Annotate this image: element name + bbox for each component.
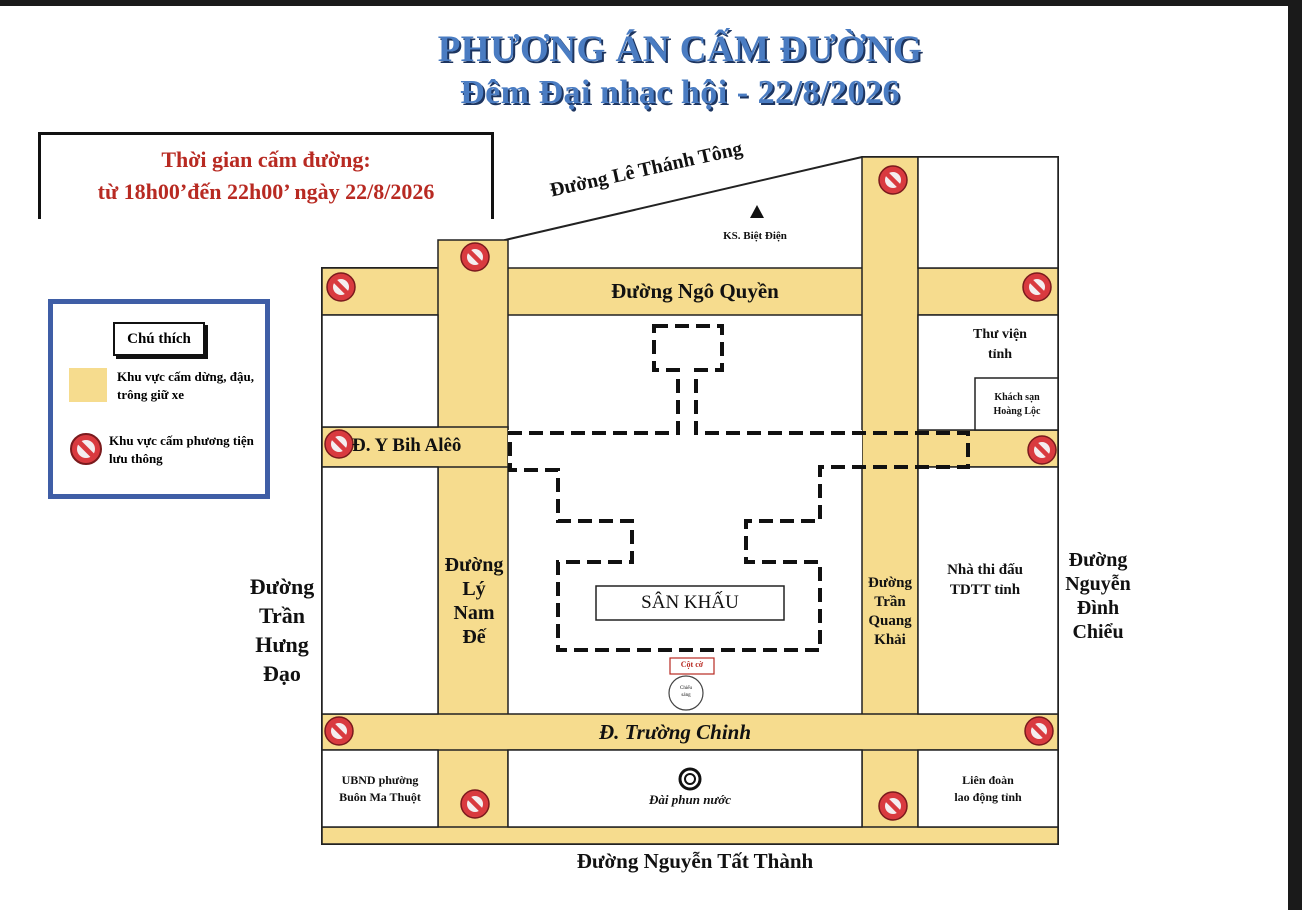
nha-thi-dau-label: Nhà thi đấu TDTT tỉnh [947, 562, 1023, 598]
event-area-dashed-outline [508, 324, 970, 652]
map-subtitle: Đêm Đại nhạc hội - 22/8/2026 [460, 74, 900, 111]
ngo-quyen-label: Đường Ngô Quyền [611, 279, 779, 303]
stage-label: SÂN KHẤU [641, 592, 739, 613]
thu-vien-label: Thư viện tỉnh [973, 327, 1027, 362]
flag-pole-label: Cột cờ [680, 660, 704, 669]
legend-no-traffic-label: Khu vực cấm phương tiện lưu thông [109, 433, 254, 466]
square-crossing [508, 430, 862, 467]
block-hoang-loc-hotel [974, 377, 1059, 431]
no-entry-sign-icon [324, 716, 354, 746]
fountain-ring-icon [678, 767, 702, 791]
block-nha-thi-dau [917, 466, 1059, 715]
city-blocks [321, 156, 1059, 828]
nguyen-dinh-chieu-label: Đường Nguyễn Đình Chiểu [1065, 549, 1131, 643]
no-entry-sign-icon [324, 429, 354, 459]
closure-time-heading: Thời gian cấm đường: [161, 147, 371, 172]
no-entry-sign-icon [70, 433, 102, 465]
closure-time-box: Thời gian cấm đường: từ 18h00’đến 22h00’… [38, 132, 494, 219]
fountain-label: Đài phun nước [649, 792, 731, 807]
top-frame-border [0, 0, 1302, 6]
y-bih-aleo-label: Đ. Y Bih Alêô [352, 435, 462, 456]
map-title: PHƯƠNG ÁN CẤM ĐƯỜNG [437, 29, 923, 70]
no-entry-sign-icon [1024, 716, 1054, 746]
lighting-label: Chiếu sáng [680, 686, 692, 698]
block-nw [321, 314, 439, 428]
right-frame-border [1288, 0, 1302, 910]
hoang-loc-hotel-label: Khách sạn Hoàng Lộc [993, 392, 1041, 417]
nguyen-tat-thanh-label: Đường Nguyễn Tất Thành [576, 849, 814, 873]
legend-parking-label: Khu vực cấm dừng, đậu, trông giữ xe [117, 369, 254, 402]
no-entry-sign-icon [878, 165, 908, 195]
triangle-marker-icon [750, 205, 764, 218]
tran-hung-dao-label: Đường Trần Hưng Đạo [249, 574, 315, 686]
no-entry-signs [324, 165, 1057, 821]
block-ne [917, 156, 1059, 269]
ubnd-label: UBND phường Buôn Ma Thuột [339, 773, 421, 804]
block-lien-doan [917, 749, 1059, 828]
no-entry-sign-icon [1022, 272, 1052, 302]
lighting-circle [668, 675, 704, 711]
no-entry-sign-icon [878, 791, 908, 821]
no-entry-sign-icon [326, 272, 356, 302]
tran-quang-khai-label: Đường Trần Quang Khải [868, 575, 912, 648]
legend-title: Chú thích [113, 322, 205, 356]
lien-doan-label: Liên đoàn lao động tỉnh [954, 773, 1022, 804]
legend-parking-swatch [69, 368, 107, 402]
flag-pole-box [669, 657, 715, 675]
truong-chinh-label: Đ. Trường Chinh [598, 720, 752, 744]
block-w [321, 466, 439, 715]
ks-biet-dien-label: KS. Biệt Điện [723, 230, 787, 242]
no-entry-sign-icon [460, 242, 490, 272]
stage-box [595, 585, 785, 621]
block-ubnd [321, 749, 439, 828]
no-entry-sign-icon [1027, 435, 1057, 465]
nguyen-tat-thanh-road [321, 826, 1059, 845]
closure-time-range: từ 18h00’đến 22h00’ ngày 22/8/2026 [97, 179, 435, 204]
ly-nam-de-label: Đường Lý Nam Đế [444, 554, 504, 648]
no-entry-sign-icon [460, 789, 490, 819]
legend-box: Chú thích Khu vực cấm dừng, đậu, trông g… [48, 299, 270, 499]
restricted-road-zones [321, 156, 1059, 845]
